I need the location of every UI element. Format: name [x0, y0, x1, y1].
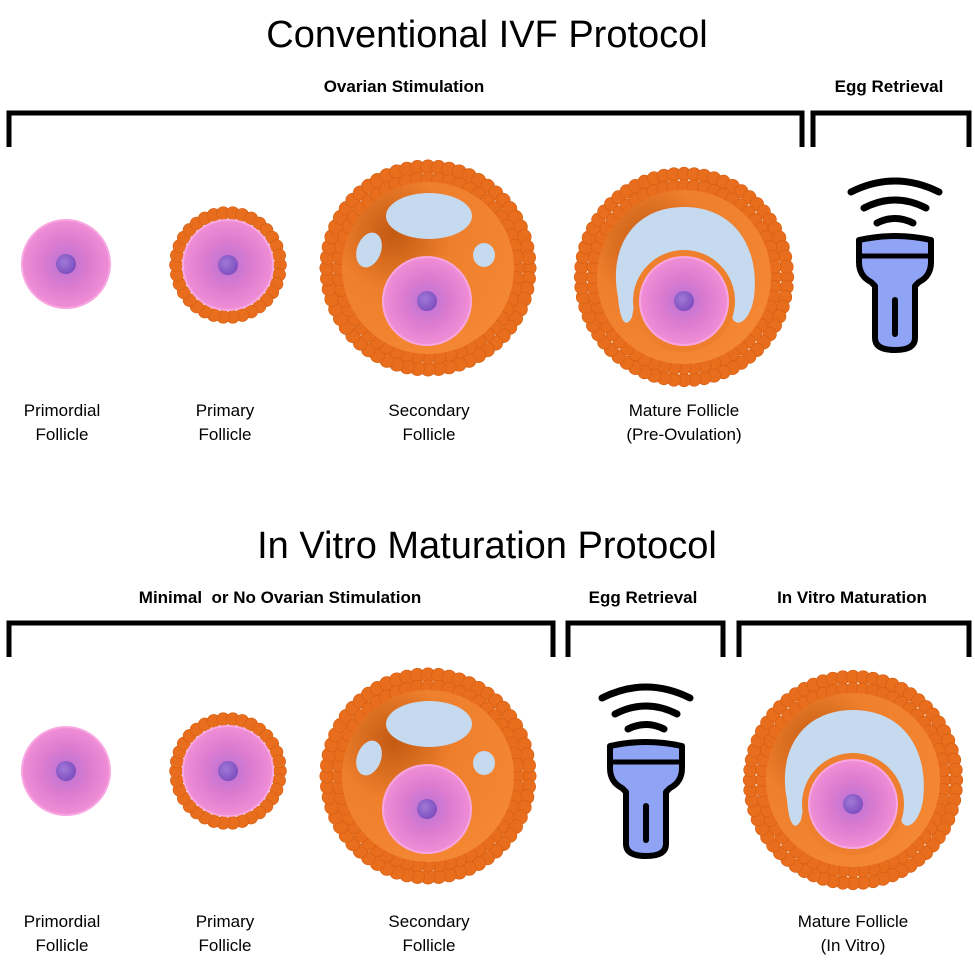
antrum — [356, 232, 382, 268]
ultrasound-probe-icon — [598, 683, 694, 859]
phase-label-minimal-stimulation: Minimal or No Ovarian Stimulation — [138, 588, 422, 607]
bracket-egg-retrieval-ivm — [565, 620, 726, 657]
granulosa-cell — [272, 754, 286, 769]
antrum — [473, 243, 495, 267]
secondary-follicle — [319, 159, 537, 377]
primary-follicle — [169, 712, 287, 830]
antrum — [473, 751, 495, 775]
nucleus — [417, 291, 437, 311]
bracket-ovarian-stimulation — [6, 110, 805, 147]
stage-label-primordial: Primordial Follicle — [23, 401, 101, 444]
phase-label-ovarian-stimulation: Ovarian Stimulation — [323, 77, 485, 96]
granulosa-cell — [272, 248, 286, 263]
bracket-egg-retrieval — [810, 110, 972, 147]
primordial-follicle — [21, 219, 111, 309]
mature-follicle — [742, 669, 964, 891]
bracket-in-vitro-maturation — [736, 620, 972, 657]
stage-label-secondary: Secondary Follicle — [388, 401, 470, 444]
antrum — [356, 740, 382, 776]
phase-label-egg-retrieval: Egg Retrieval — [834, 77, 944, 96]
nucleus — [218, 255, 238, 275]
nucleus — [56, 254, 76, 274]
antrum — [615, 207, 755, 323]
stage-label-primordial: Primordial Follicle — [23, 912, 101, 955]
primary-follicle — [169, 206, 287, 324]
phase-label-egg-retrieval: Egg Retrieval — [588, 588, 698, 607]
nucleus — [674, 291, 694, 311]
secondary-follicle — [319, 667, 537, 885]
antrum — [386, 193, 472, 239]
nucleus — [218, 761, 238, 781]
antrum — [386, 701, 472, 747]
stage-label-secondary: Secondary Follicle — [388, 912, 470, 955]
stage-label-mature: Mature Follicle (Pre-Ovulation) — [626, 401, 742, 444]
primordial-follicle — [21, 726, 111, 816]
granulosa-cell — [948, 762, 963, 778]
mature-follicle — [573, 166, 795, 388]
section-title-in-vitro-maturation: In Vitro Maturation Protocol — [257, 525, 717, 567]
ultrasound-probe-icon — [847, 177, 943, 353]
stage-label-mature: Mature Follicle (In Vitro) — [797, 912, 909, 955]
antrum — [784, 710, 924, 826]
nucleus — [56, 761, 76, 781]
stage-label-primary: Primary Follicle — [195, 912, 255, 955]
nucleus — [843, 794, 863, 814]
phase-label-in-vitro-maturation: In Vitro Maturation — [777, 588, 927, 607]
section-title-conventional-ivf: Conventional IVF Protocol — [266, 14, 708, 56]
stage-label-primary: Primary Follicle — [195, 401, 255, 444]
nucleus — [417, 799, 437, 819]
granulosa-cell — [779, 259, 794, 275]
bracket-minimal-stimulation — [6, 620, 556, 657]
